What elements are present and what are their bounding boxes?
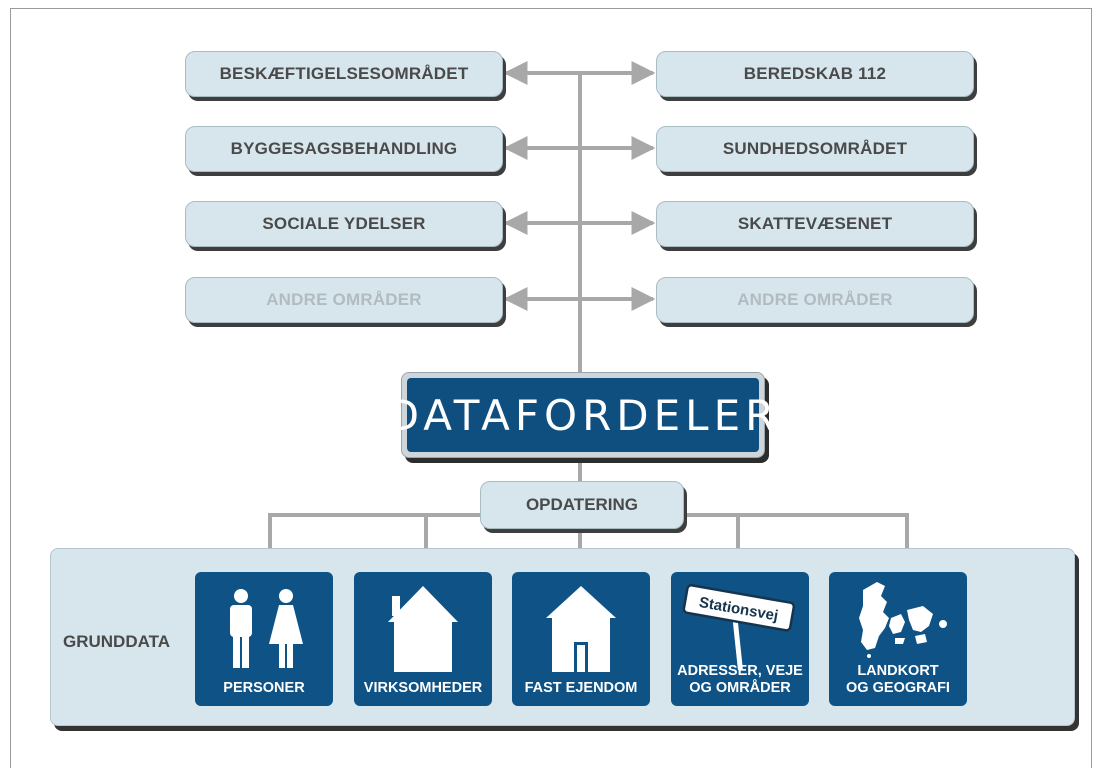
service-box-andre-left: ANDRE OMRÅDER <box>185 277 503 323</box>
register-tile-fast-ejendom: FAST EJENDOM <box>512 572 650 706</box>
service-label: BEREDSKAB 112 <box>743 64 887 83</box>
register-tile-personer: PERSONER <box>195 572 333 706</box>
service-label: SOCIALE YDELSER <box>262 214 426 233</box>
diagram-frame <box>10 8 1092 768</box>
service-box-beredskab: BEREDSKAB 112 <box>656 51 974 97</box>
register-tile-landkort: LANDKORT OG GEOGRAFI <box>829 572 967 706</box>
service-label: ANDRE OMRÅDER <box>737 290 893 309</box>
service-box-beskaeftigelse: BESKÆFTIGELSESOMRÅDET <box>185 51 503 97</box>
register-label: PERSONER <box>223 680 305 696</box>
service-box-sundhed: SUNDHEDSOMRÅDET <box>656 126 974 172</box>
service-label: BYGGESAGSBEHANDLING <box>230 139 458 158</box>
service-label: SUNDHEDSOMRÅDET <box>722 139 908 158</box>
update-box: OPDATERING <box>480 481 684 529</box>
service-label: ANDRE OMRÅDER <box>266 290 422 309</box>
hub-label: DATAFORDELER <box>386 390 780 440</box>
service-box-andre-right: ANDRE OMRÅDER <box>656 277 974 323</box>
register-label: FAST EJENDOM <box>524 680 638 696</box>
base-data-label: GRUNDDATA <box>63 632 171 651</box>
street-sign-icon: Stationsvej <box>682 584 796 671</box>
update-label: OPDATERING <box>525 495 639 514</box>
service-box-byggesag: BYGGESAGSBEHANDLING <box>185 126 503 172</box>
service-label: BESKÆFTIGELSESOMRÅDET <box>219 64 469 83</box>
house-icon <box>546 586 616 672</box>
datafordeler-hub: DATAFORDELER <box>387 372 774 458</box>
register-tile-virksomheder: VIRKSOMHEDER <box>354 572 492 706</box>
register-label: LANDKORT OG GEOGRAFI <box>846 663 950 696</box>
service-label: SKATTEVÆSENET <box>737 214 893 233</box>
people-icon <box>230 589 303 668</box>
register-tile-adresser: Stationsvej ADRESSER, VEJE OG OMRÅDER <box>671 572 809 706</box>
register-label: ADRESSER, VEJE OG OMRÅDER <box>677 663 803 696</box>
building-icon <box>388 586 458 672</box>
service-box-skattevaesenet: SKATTEVÆSENET <box>656 201 974 247</box>
register-label: VIRKSOMHEDER <box>363 680 483 696</box>
denmark-map-icon <box>859 582 947 658</box>
service-box-sociale-ydelser: SOCIALE YDELSER <box>185 201 503 247</box>
